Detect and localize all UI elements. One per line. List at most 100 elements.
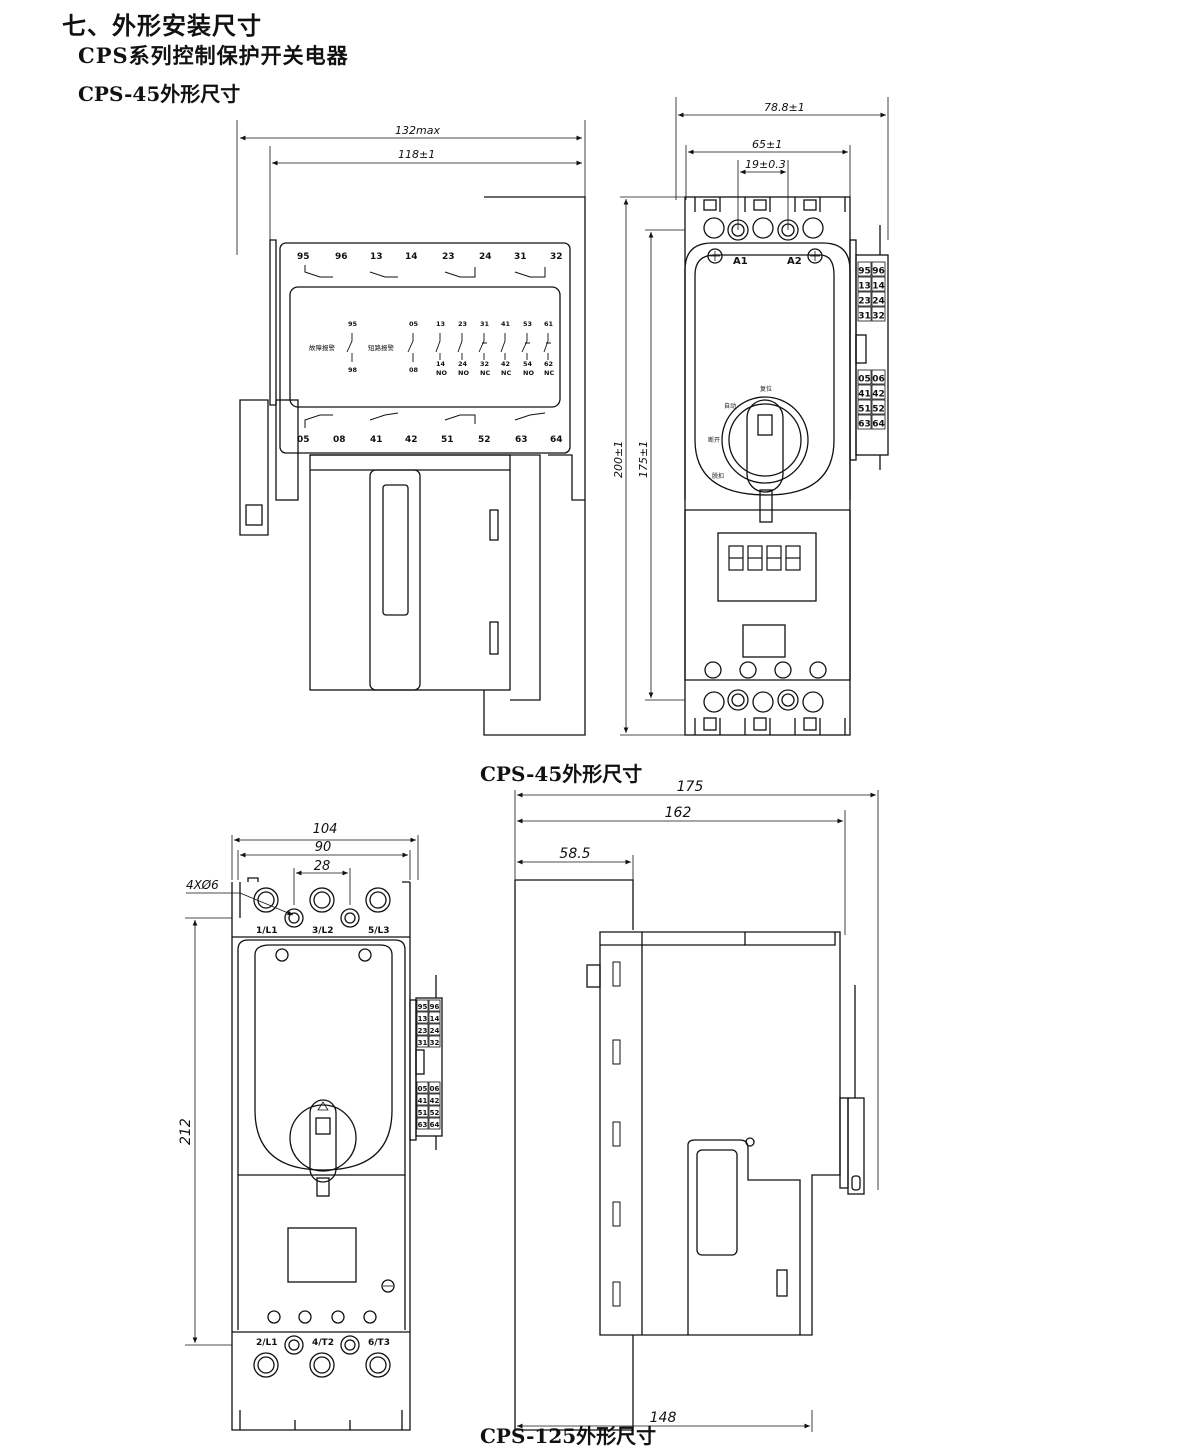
knob-label-reset: 复位 — [760, 385, 772, 393]
schematic-bottom: 98 — [348, 366, 358, 374]
cps125-bottom-terminal: 4/T2 — [312, 1338, 334, 1348]
aux-terminal-cell — [871, 306, 886, 322]
schematic-bottom: 54 — [523, 360, 533, 368]
knob-label-trip: 脱扣 — [712, 472, 724, 480]
cps45-dim-width: 78.8±1 — [764, 101, 805, 114]
aux-terminal-upper-label: 96 — [872, 266, 885, 276]
cps45-front-view: 78.8±1 65±1 19±0.3 200±1 175±1 A1 A2 — [612, 97, 889, 736]
aux-terminal-upper-label: 96 — [430, 1003, 440, 1011]
aux-terminal-lower-label: 41 — [418, 1097, 428, 1105]
cps125-top-terminal: 1/L1 — [256, 926, 278, 936]
side-top-terminal: 13 — [370, 252, 383, 262]
aux-terminal-cell — [871, 369, 886, 385]
schematic-top: 95 — [348, 320, 358, 328]
cps125-bottom-terminal: 2/L1 — [256, 1338, 278, 1348]
cps125-bottom-terminal: 6/T3 — [368, 1338, 390, 1348]
schematic-type: NO — [436, 369, 447, 377]
aux-terminal-lower-label: 63 — [418, 1121, 428, 1129]
aux-terminal-upper-label: 13 — [858, 281, 871, 291]
schematic-top: 31 — [480, 320, 490, 328]
cps45-dim-depth: 118±1 — [398, 148, 435, 161]
aux-terminal-cell — [428, 1117, 441, 1130]
aux-terminal-cell — [428, 1011, 441, 1024]
short-circuit-alarm-label: 短路报警 — [368, 343, 395, 352]
cps45-dim-mount: 65±1 — [752, 138, 782, 151]
side-top-terminal: 23 — [442, 252, 455, 262]
aux-terminal-upper-label: 14 — [430, 1015, 440, 1023]
aux-terminal-cell — [857, 384, 872, 400]
cps45-side-view: 132max 118±1 95 96 13 14 23 24 31 32 05 — [236, 120, 586, 736]
aux-terminal-cell — [857, 306, 872, 322]
schematic-bottom: 08 — [409, 366, 419, 374]
aux-terminal-cell — [416, 1081, 429, 1094]
coil-label-a1: A1 — [733, 256, 748, 267]
series-title: CPS系列控制保护开关电器 — [78, 43, 349, 68]
aux-terminal-upper-label: 13 — [418, 1015, 428, 1023]
aux-terminal-lower-label: 64 — [872, 419, 885, 429]
aux-terminal-cell — [416, 1023, 429, 1036]
aux-terminal-cell — [416, 1011, 429, 1024]
aux-terminal-lower-label: 52 — [872, 404, 885, 414]
schematic-type: NC — [544, 369, 554, 377]
side-bottom-terminal: 08 — [333, 435, 346, 445]
side-bottom-terminal: 05 — [297, 435, 310, 445]
aux-terminal-cell — [416, 1093, 429, 1106]
cps125-dim-base: 148 — [650, 1410, 677, 1426]
side-bottom-terminal: 51 — [441, 435, 454, 445]
schematic-top: 41 — [501, 320, 511, 328]
section-title: 七、外形安装尺寸 — [62, 11, 262, 40]
side-bottom-terminal: 41 — [370, 435, 383, 445]
cps45-dim-height: 200±1 — [612, 441, 625, 478]
aux-terminal-cell — [428, 1093, 441, 1106]
schematic-bottom: 14 — [436, 360, 446, 368]
side-top-terminal: 31 — [514, 252, 527, 262]
aux-terminal-upper-label: 23 — [858, 296, 871, 306]
aux-terminal-cell — [428, 1023, 441, 1036]
aux-terminal-upper-label: 31 — [858, 311, 871, 321]
cps45-caption: CPS-45外形尺寸 — [480, 762, 643, 786]
cps45-dim-body: 175±1 — [637, 441, 650, 478]
aux-terminal-cell — [416, 999, 429, 1012]
cps125-front-view: 104 90 28 4XØ6 212 1/L1 3/L2 5/L3 — [178, 822, 443, 1431]
side-top-terminal: 24 — [479, 252, 492, 262]
side-bottom-terminal: 64 — [550, 435, 563, 445]
schematic-bottom: 24 — [458, 360, 468, 368]
aux-terminal-lower-label: 42 — [430, 1097, 440, 1105]
aux-terminal-upper-label: 95 — [418, 1003, 428, 1011]
aux-terminal-lower-label: 64 — [430, 1121, 440, 1129]
cps125-dim-depth: 162 — [665, 805, 692, 821]
aux-terminal-upper-label: 32 — [872, 311, 885, 321]
aux-terminal-cell — [857, 261, 872, 277]
schematic-type: NC — [501, 369, 511, 377]
aux-terminal-lower-label: 42 — [872, 389, 885, 399]
side-top-terminal: 95 — [297, 252, 310, 262]
side-bottom-terminal: 63 — [515, 435, 528, 445]
aux-terminal-cell — [428, 1105, 441, 1118]
aux-terminal-upper-label: 24 — [872, 296, 885, 306]
cps125-top-terminal: 5/L3 — [368, 926, 390, 936]
schematic-type: NO — [523, 369, 534, 377]
aux-terminal-cell — [871, 261, 886, 277]
side-top-terminal: 96 — [335, 252, 348, 262]
schematic-top: 05 — [409, 320, 419, 328]
cps125-dim-holes: 4XØ6 — [186, 878, 219, 892]
cps125-dim-width: 104 — [313, 822, 338, 837]
cps125-dim-pitch: 28 — [314, 859, 331, 874]
cps45-dim-max-depth: 132max — [395, 124, 440, 137]
model-title: CPS-45外形尺寸 — [78, 82, 241, 106]
aux-terminal-cell — [871, 384, 886, 400]
aux-terminal-cell — [857, 399, 872, 415]
schematic-type: NC — [480, 369, 490, 377]
aux-terminal-lower-label: 63 — [858, 419, 871, 429]
aux-terminal-lower-label: 05 — [858, 374, 871, 384]
aux-terminal-cell — [428, 999, 441, 1012]
aux-terminal-cell — [857, 414, 872, 430]
knob-label-auto: 自动 — [724, 402, 736, 410]
aux-terminal-cell — [857, 276, 872, 292]
schematic-bottom: 42 — [501, 360, 510, 368]
schematic-top: 53 — [523, 320, 532, 328]
aux-terminal-cell — [871, 399, 886, 415]
